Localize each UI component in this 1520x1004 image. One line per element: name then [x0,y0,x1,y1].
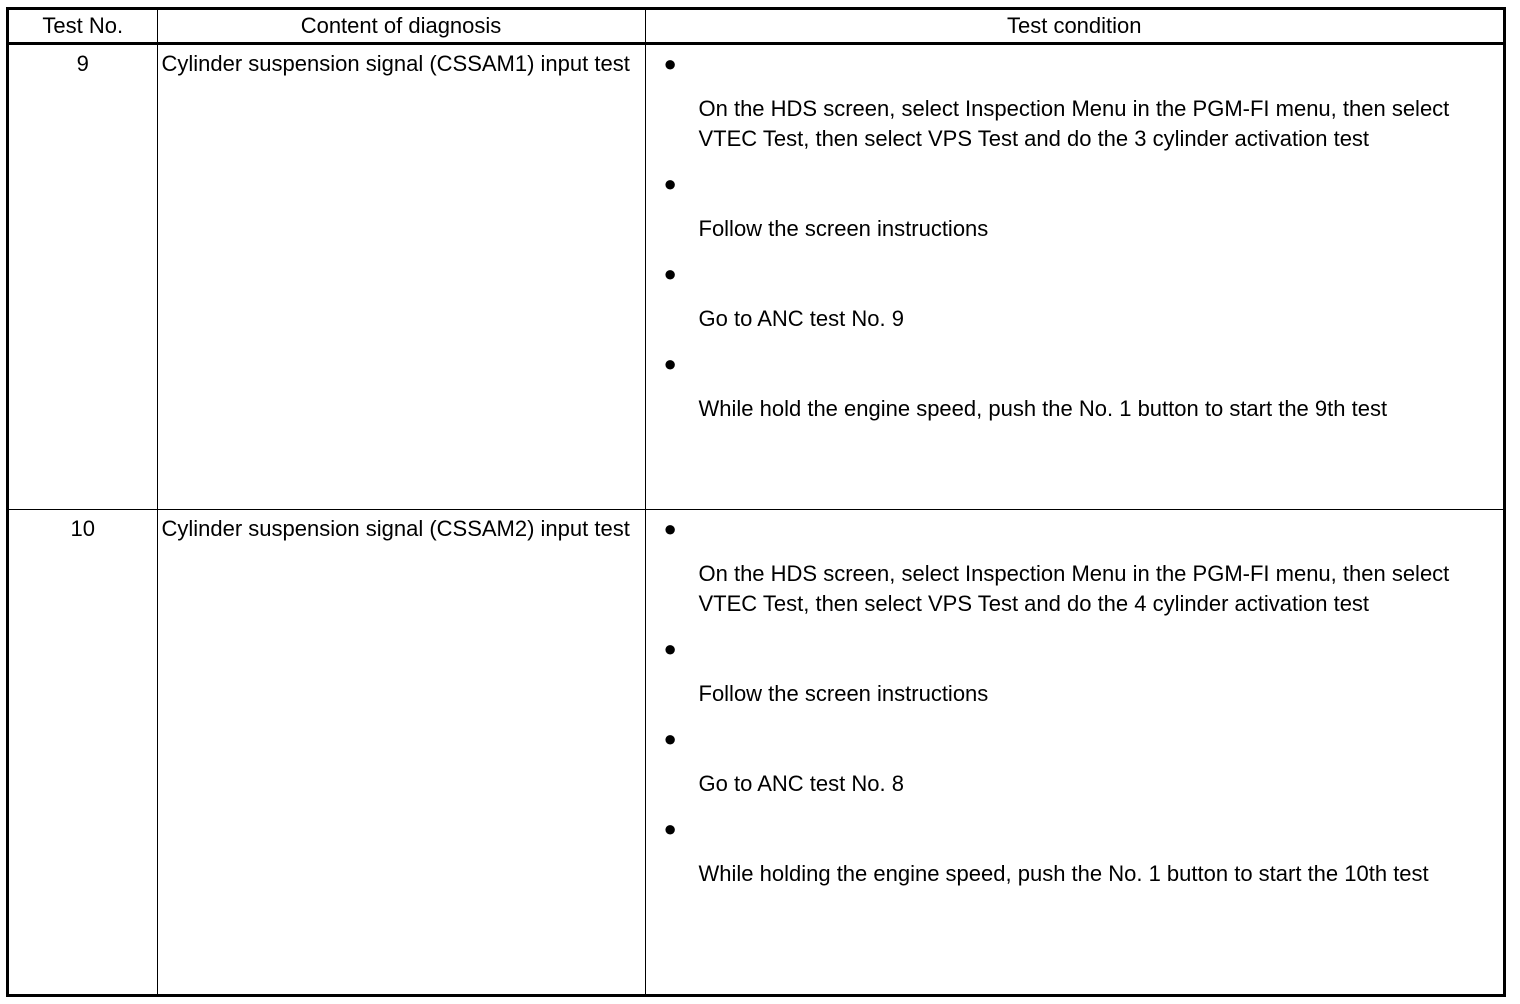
table-header-row: Test No. Content of diagnosis Test condi… [9,10,1503,45]
condition-item: ● Go to ANC test No. 9 [646,259,1504,334]
table-row: 9 Cylinder suspension signal (CSSAM1) in… [9,43,1504,510]
header-test-condition: Test condition [645,10,1503,45]
test-number-cell: 10 [9,509,158,994]
diagnosis-table: Test No. Content of diagnosis Test condi… [9,10,1504,995]
bullet-icon: ● [663,636,677,661]
header-content-of-diagnosis: Content of diagnosis [157,10,646,45]
test-number-cell: 9 [9,43,158,510]
bullet-icon: ● [663,816,677,841]
condition-item: ● Follow the screen instructions [646,634,1504,709]
condition-item: ● On the HDS screen, select Inspection M… [646,514,1504,619]
test-condition-cell: ● On the HDS screen, select Inspection M… [645,510,1504,995]
bullet-icon: ● [663,351,677,376]
diagnosis-content-cell: Cylinder suspension signal (CSSAM1) inpu… [157,43,646,510]
condition-text: While hold the engine speed, push the No… [698,396,1388,421]
bullet-icon: ● [663,261,677,286]
condition-text: Follow the screen instructions [698,681,989,706]
diagnosis-content-cell: Cylinder suspension signal (CSSAM2) inpu… [157,509,646,994]
condition-text: On the HDS screen, select Inspection Men… [698,96,1450,151]
condition-text: Follow the screen instructions [698,216,989,241]
condition-text: On the HDS screen, select Inspection Men… [698,561,1450,616]
bullet-icon: ● [663,51,677,76]
condition-item: ● Follow the screen instructions [646,169,1504,244]
diagnosis-table-frame: Test No. Content of diagnosis Test condi… [6,7,1506,997]
condition-text: While holding the engine speed, push the… [698,861,1429,886]
table-row: 10 Cylinder suspension signal (CSSAM2) i… [9,509,1504,995]
test-condition-cell: ● On the HDS screen, select Inspection M… [645,43,1504,510]
bullet-icon: ● [663,726,677,751]
header-test-no: Test No. [9,10,158,45]
condition-text: Go to ANC test No. 9 [698,306,904,331]
condition-item: ● While holding the engine speed, push t… [646,814,1504,889]
bullet-icon: ● [663,171,677,196]
condition-item: ● While hold the engine speed, push the … [646,349,1504,424]
condition-item: ● On the HDS screen, select Inspection M… [646,49,1504,154]
bullet-icon: ● [663,516,677,541]
condition-text: Go to ANC test No. 8 [698,771,904,796]
condition-item: ● Go to ANC test No. 8 [646,724,1504,799]
